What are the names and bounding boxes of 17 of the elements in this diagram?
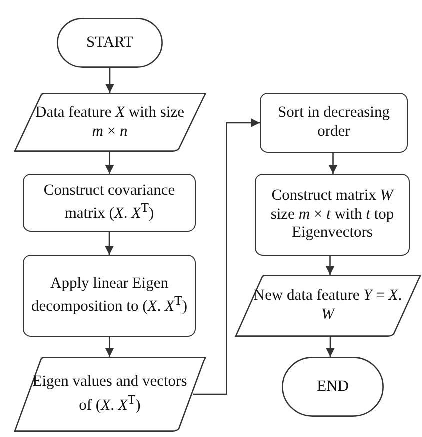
start-terminal: START xyxy=(57,18,163,68)
arrow xyxy=(194,118,260,396)
arrow xyxy=(326,337,336,357)
input-parallelogram: Data feature X with size m × n xyxy=(14,93,206,152)
end-terminal: END xyxy=(282,357,384,417)
arrow xyxy=(104,232,114,255)
arrow xyxy=(326,256,335,275)
process-box: Sort in decreasing order xyxy=(260,93,408,153)
arrow xyxy=(105,68,115,93)
arrow xyxy=(105,337,114,357)
process-box: Construct matrix W size m × t with t top Eigenvectors xyxy=(255,174,410,256)
arrow xyxy=(328,153,338,174)
process-box: Apply linear Eigen decomposition to (X. X$^{T}$) xyxy=(23,255,196,337)
output-parallelogram: New data feature Y = X. W xyxy=(235,275,421,337)
output-parallelogram: Eigen values and vectors of (X. X$^{T}$) xyxy=(14,357,206,432)
arrow xyxy=(105,152,114,174)
process-box: Construct covariance matrix (X. X$^{T}$) xyxy=(23,174,196,232)
